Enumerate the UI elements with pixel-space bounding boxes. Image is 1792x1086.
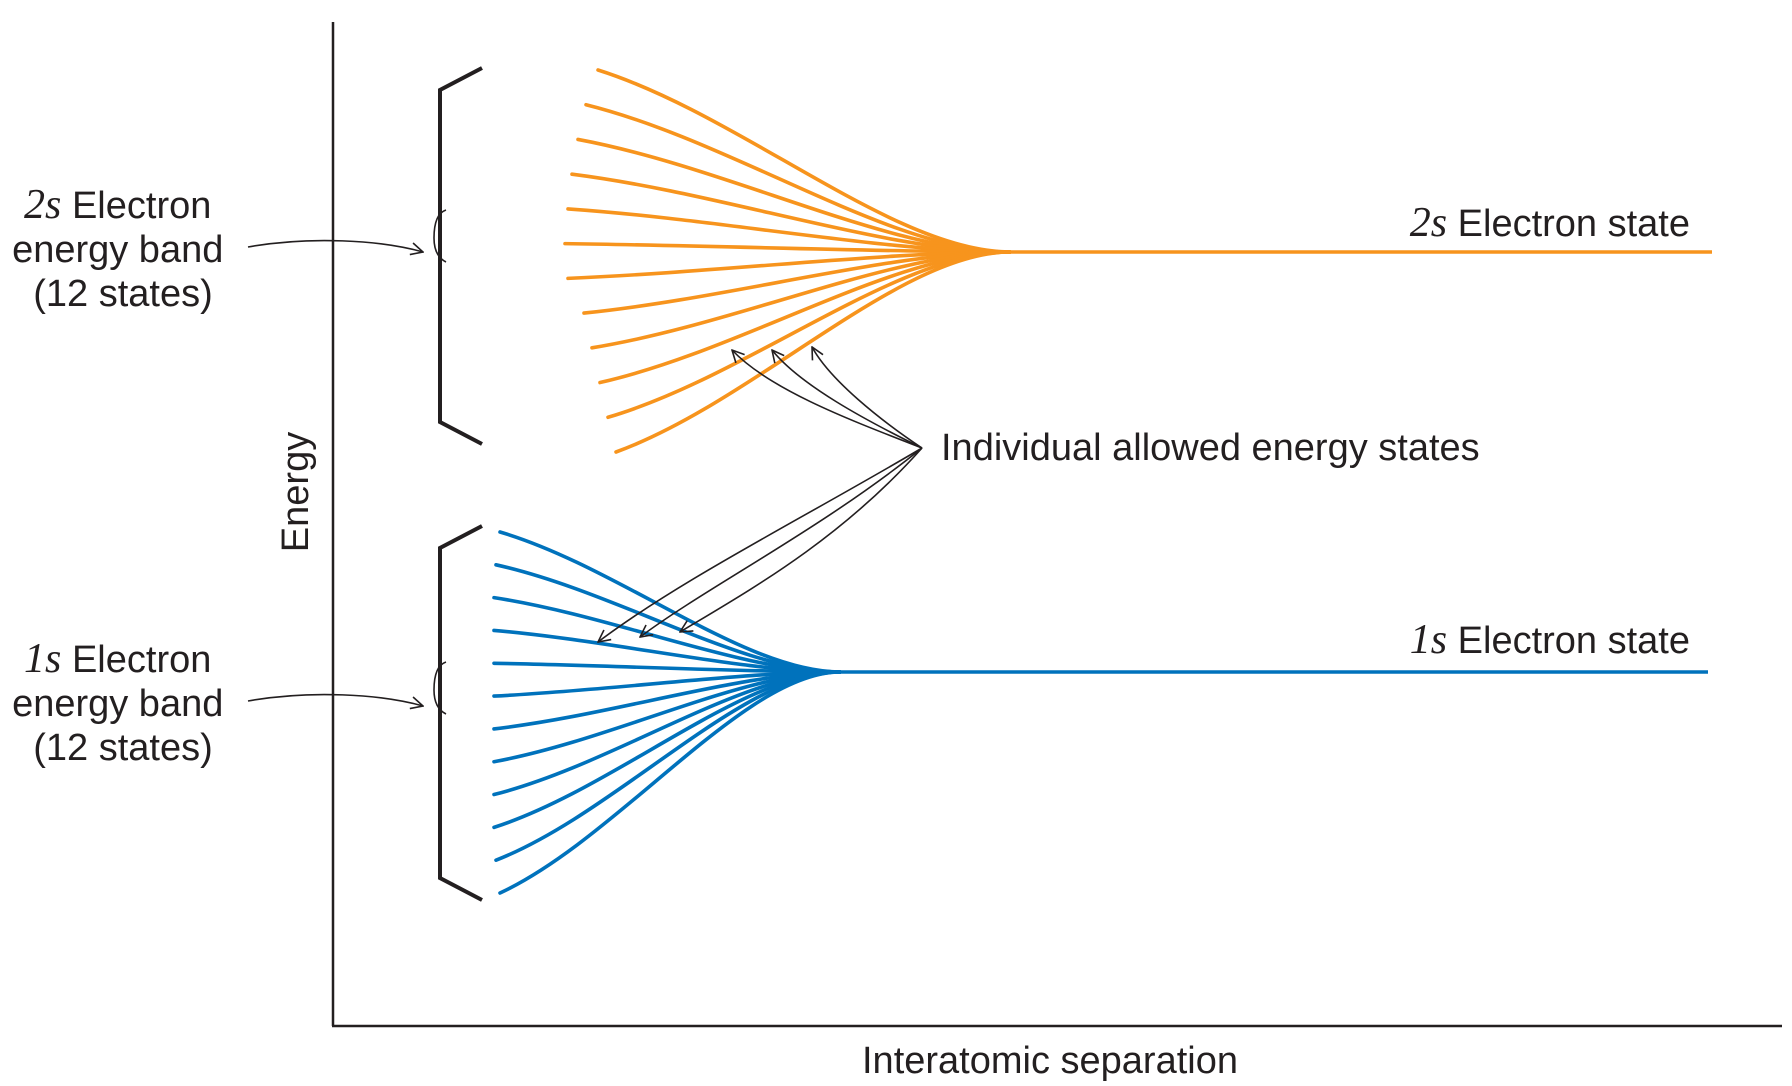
annotation-pointer — [732, 350, 923, 449]
individual-states-annotation: Individual allowed energy states — [941, 427, 1480, 469]
band-1s-state-curve — [494, 670, 842, 862]
band-1s-state-curve — [498, 530, 842, 674]
annotation-pointer — [772, 350, 923, 449]
band-1s-brace — [433, 661, 447, 715]
annotation-pointer — [640, 447, 923, 637]
annotation-pointer — [812, 347, 923, 449]
band-2s-label: 2s Electron energy band (12 states) — [12, 182, 234, 315]
band-1s-state-curve — [498, 670, 842, 895]
state-1s-label: 1s Electron state — [1410, 617, 1690, 663]
band-1s-bracket — [438, 524, 483, 902]
state-2s-label: 2s Electron state — [1410, 200, 1690, 246]
band-1s-curves — [492, 530, 1708, 895]
annotation-pointer — [598, 447, 923, 642]
band-2s-label-pointer — [247, 239, 423, 252]
x-axis-label: Interatomic separation — [862, 1040, 1238, 1082]
band-1s-label: 1s Electron energy band (12 states) — [12, 636, 234, 769]
band-2s-curves — [563, 68, 1712, 454]
annotation-pointers — [598, 347, 923, 642]
band-2s-bracket — [438, 66, 483, 446]
band-2s-state-curve — [584, 102, 1012, 254]
band-1s-label-pointer — [247, 693, 423, 706]
y-axis-label: Energy — [275, 432, 317, 552]
band-2s-state-curve — [614, 250, 1012, 454]
band-2s-brace — [433, 209, 447, 263]
band-1s-state-curve — [492, 670, 842, 797]
annotation-pointer — [680, 447, 923, 632]
